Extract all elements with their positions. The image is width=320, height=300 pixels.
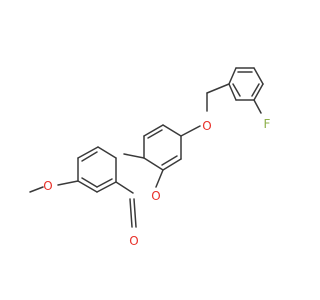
bond: [232, 83, 241, 97]
bond: [253, 83, 264, 101]
bond: [143, 124, 164, 137]
bond: [228, 83, 237, 101]
bond: [115, 181, 134, 194]
bond: [133, 198, 137, 228]
bond: [77, 180, 98, 193]
bond: [206, 83, 230, 94]
bond: [97, 146, 117, 159]
bond: [228, 67, 237, 85]
ether-oxygen-label: O: [202, 119, 211, 133]
molecule-structure: F O O O O: [29, 67, 271, 248]
bond: [81, 177, 98, 188]
bond: [77, 146, 99, 159]
bond: [123, 153, 145, 159]
bond-skeleton: [29, 67, 264, 228]
atom-labels: F O O O O: [43, 117, 270, 248]
bond: [155, 169, 164, 188]
carbonyl-oxygen-label: O: [129, 234, 138, 248]
ring-oxygen-label: O: [151, 189, 160, 203]
bond: [180, 125, 201, 137]
bond: [29, 186, 44, 193]
bond: [251, 83, 260, 97]
bond: [147, 129, 163, 139]
bond: [81, 151, 98, 162]
bond: [57, 180, 79, 186]
methoxy-oxygen-label: O: [43, 179, 52, 193]
bond: [253, 99, 262, 114]
bond: [161, 155, 178, 166]
bond: [162, 124, 182, 137]
bond: [143, 157, 164, 171]
fluorine-label: F: [264, 117, 271, 131]
bond: [162, 158, 182, 171]
bond: [96, 178, 113, 188]
bond: [129, 198, 133, 228]
bond: [96, 181, 117, 193]
bond: [253, 67, 264, 85]
